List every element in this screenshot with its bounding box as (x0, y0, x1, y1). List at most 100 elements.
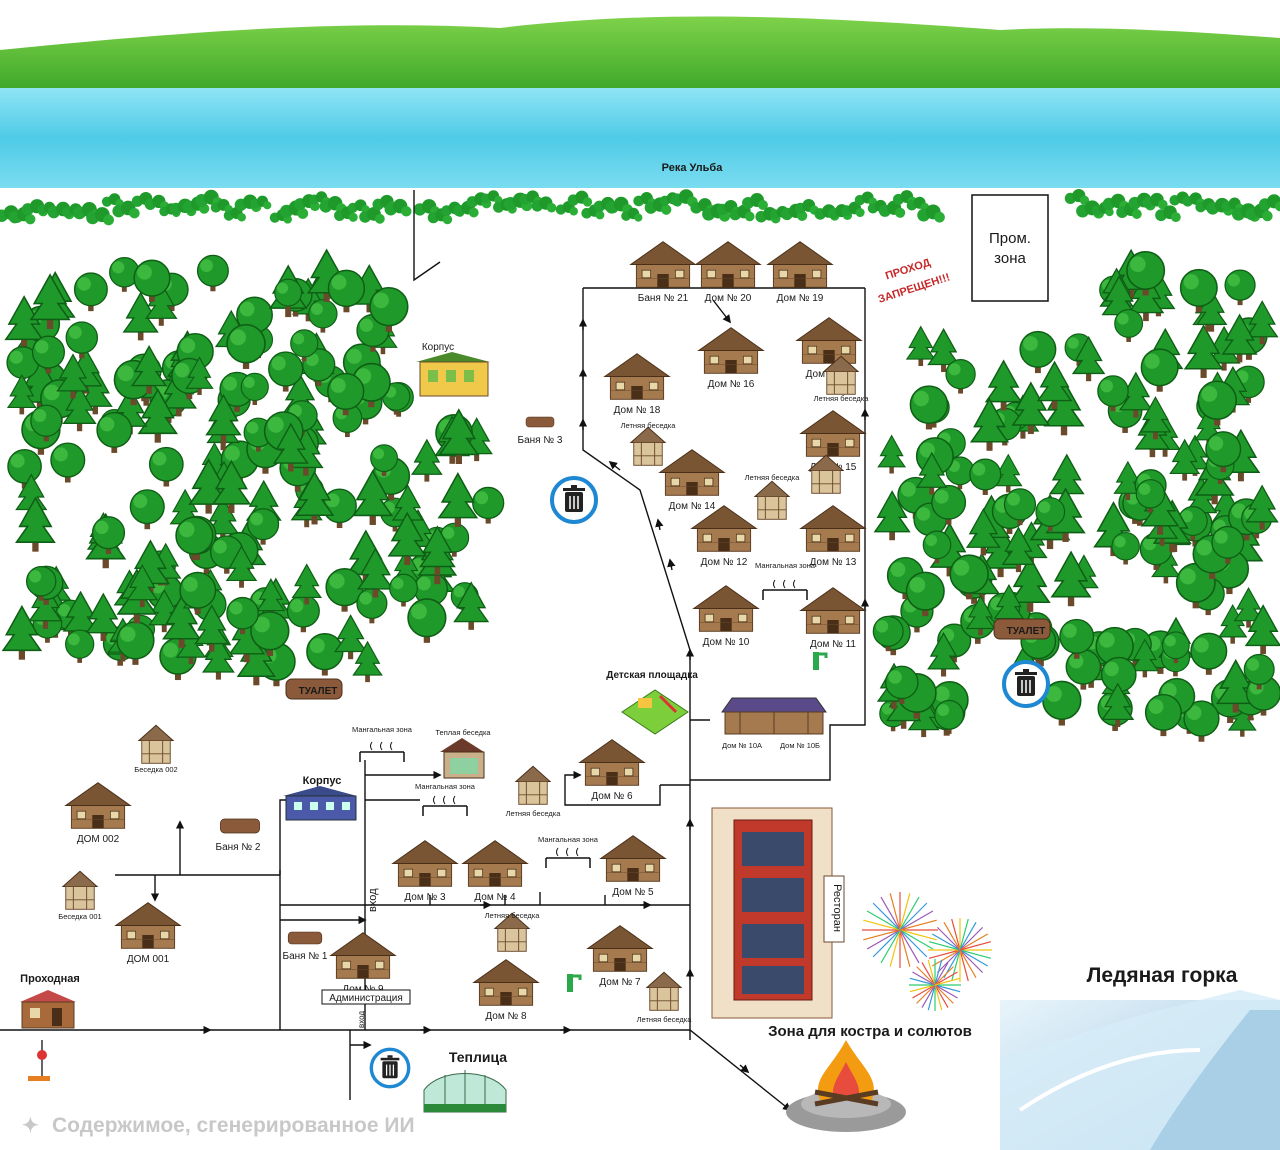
trash-bin-1 (550, 476, 598, 524)
gazebo[interactable] (808, 454, 844, 494)
warm-gazebo[interactable] (440, 738, 485, 779)
bonfire (786, 1040, 906, 1132)
house-dom9[interactable] (330, 932, 396, 979)
administration-box[interactable] (321, 989, 411, 1005)
banya3-sign[interactable] (525, 416, 555, 428)
house-icon (800, 587, 866, 634)
house-dom10[interactable] (693, 585, 759, 632)
house-icon (693, 585, 759, 632)
forest-right (872, 249, 1280, 743)
house-dom17[interactable] (796, 317, 862, 364)
gazebo-letnyaya2[interactable] (630, 426, 666, 466)
house-icon (600, 835, 666, 882)
trash-bin-3 (369, 1047, 411, 1089)
bbq-zone-mangal3[interactable] (422, 795, 468, 816)
house-icon (691, 505, 757, 552)
gazebo-icon (754, 480, 790, 520)
bush-icon (567, 190, 593, 207)
industrial-zone-label-1: Пром. (989, 230, 1031, 247)
dom6-label: Дом № 6 (591, 791, 633, 802)
gazebo-letnyaya4[interactable] (515, 765, 551, 805)
pine-tree-icon (226, 323, 266, 370)
korpus-mid[interactable] (283, 786, 357, 821)
house-dom11[interactable] (800, 587, 866, 634)
house-10a-10b[interactable] (721, 697, 827, 735)
tree-icon (438, 472, 478, 528)
dom3-label: Дом № 3 (404, 892, 446, 903)
banya1-label: Баня № 1 (283, 951, 328, 962)
dom16-label: Дом № 16 (708, 379, 755, 390)
banya2-sign[interactable] (220, 818, 260, 834)
tree-icon (934, 699, 965, 735)
bush-icon (1155, 205, 1181, 223)
ice-slide[interactable] (1000, 990, 1280, 1150)
watermark: Содержимое, сгенерированное ИИ (52, 1114, 415, 1137)
house-dom8[interactable] (473, 959, 539, 1006)
house-dom14[interactable] (659, 449, 725, 496)
bbq-zone-mangal2[interactable] (359, 741, 405, 762)
pine-tree-icon (73, 272, 108, 312)
greenhouse-label: Теплица (449, 1049, 507, 1065)
bush-icon (1258, 194, 1280, 212)
toilet-left-label: ТУАЛЕТ (299, 686, 338, 697)
house-dom15[interactable] (800, 410, 866, 457)
hills (0, 16, 1280, 91)
house-10b-label: Дом № 10Б (780, 741, 820, 750)
pine-tree-icon (411, 439, 443, 483)
playground[interactable] (621, 689, 689, 735)
tree-icon (1140, 348, 1179, 393)
house-dom6[interactable] (579, 739, 645, 786)
house-icon (800, 410, 866, 457)
pine-tree-icon (50, 442, 86, 484)
ice-slide-label: Ледяная горка (1087, 964, 1238, 987)
industrial-zone (971, 194, 1049, 302)
korpus-top[interactable] (416, 352, 490, 397)
house-dom7[interactable] (587, 925, 653, 972)
house-dom16[interactable] (698, 327, 764, 374)
house-dom001[interactable] (115, 902, 181, 949)
pine-tree-icon (877, 435, 906, 475)
watermark-icon: ✦ (22, 1115, 39, 1137)
house-dom5[interactable] (600, 835, 666, 882)
house-dom4[interactable] (462, 840, 528, 887)
house-icon (330, 932, 396, 979)
bbq-zone-mangal1[interactable] (762, 579, 808, 600)
house-dom13[interactable] (800, 505, 866, 552)
house-dom20[interactable] (695, 241, 761, 288)
gazebo-besedka002[interactable] (138, 724, 174, 764)
pine-tree-icon (286, 594, 320, 633)
tree-icon (1019, 330, 1057, 374)
house-dom18[interactable] (604, 353, 670, 400)
besedka001-label: Беседка 001 (58, 912, 101, 921)
pine-tree-icon (1184, 325, 1223, 379)
house-icon (392, 840, 458, 887)
entrance-label-2: вход (357, 1011, 366, 1028)
house-icon (579, 739, 645, 786)
house-dom002[interactable] (65, 782, 131, 829)
house-icon (630, 241, 696, 288)
greenhouse[interactable] (423, 1070, 507, 1113)
house-dom3[interactable] (392, 840, 458, 887)
banya1-sign[interactable] (287, 931, 323, 945)
house-dom19[interactable] (767, 241, 833, 288)
letnyaya5-label: Летняя беседка (485, 911, 541, 920)
letnyaya3-label: Летняя беседка (745, 473, 801, 482)
house-10a-label: Дом № 10А (722, 741, 762, 750)
restaurant-label: Ресторан (831, 884, 843, 932)
mangal1-label: Мангальная зона (755, 561, 816, 570)
tree-icon (909, 385, 949, 431)
dom7-label: Дом № 7 (599, 977, 641, 988)
gazebo-letnyaya3[interactable] (754, 480, 790, 520)
gazebo-besedka001[interactable] (62, 870, 98, 910)
pine-tree-icon (407, 598, 447, 644)
house-dom12[interactable] (691, 505, 757, 552)
bush-icon (1064, 189, 1090, 205)
restaurant[interactable] (711, 807, 845, 1019)
bbq-zone-mangal4[interactable] (545, 847, 591, 868)
dom12-label: Дом № 12 (701, 557, 748, 568)
tree-icon (196, 254, 229, 292)
checkpoint[interactable] (20, 990, 76, 1029)
gazebo-letnyaya6[interactable] (646, 971, 682, 1011)
gazebo-icon (62, 870, 98, 910)
house-dom21[interactable] (630, 241, 696, 288)
